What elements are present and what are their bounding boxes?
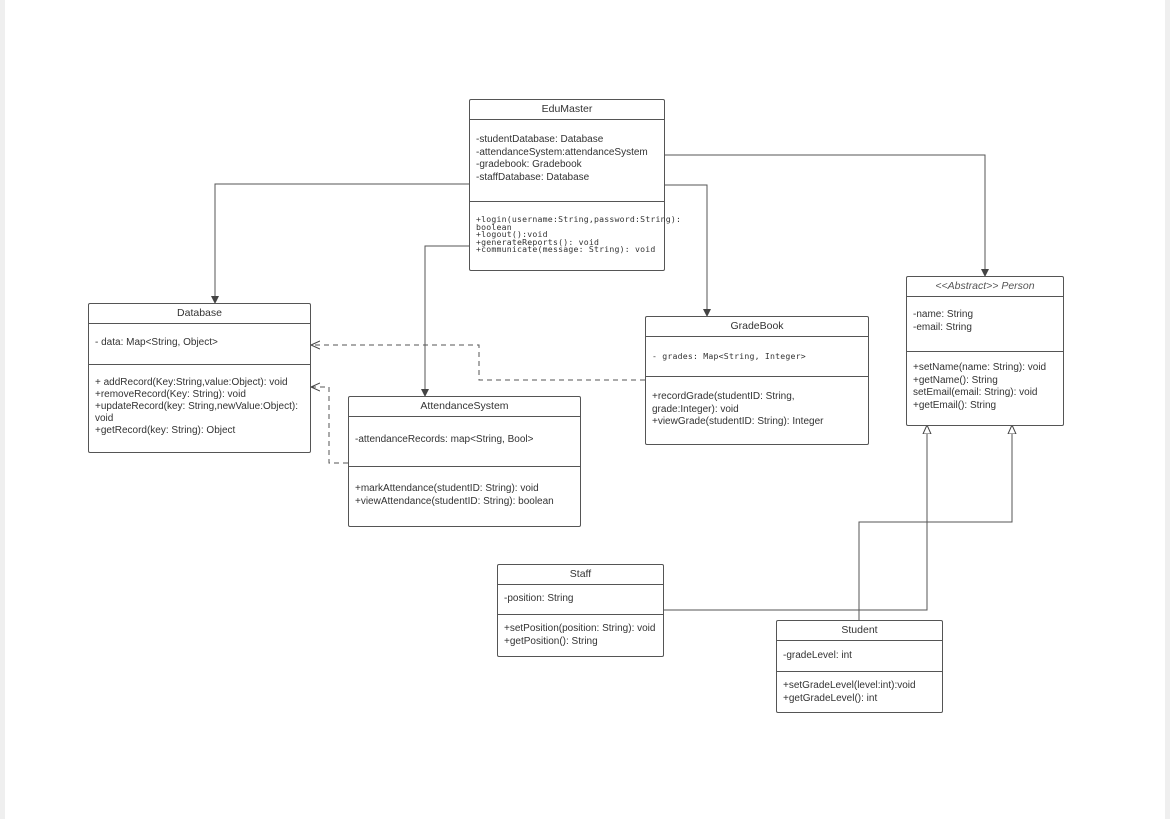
attribute: -staffDatabase: Database [476, 171, 590, 183]
edumaster-to-database-association [211, 183, 469, 304]
method: +markAttendance(studentID: String): void [355, 483, 539, 494]
class-name: <<Abstract>> Person [907, 277, 1063, 297]
edumaster-to-person-association [664, 154, 989, 277]
method: +updateRecord(key: String,newValue:Objec… [95, 401, 298, 412]
class-name: Database [89, 304, 310, 324]
method: setEmail(email: String): void [913, 387, 1038, 398]
methods-compartment: +setName(name: String): void +getName():… [907, 352, 1063, 416]
method: +communicate(message: String): void [476, 244, 656, 254]
method: +viewGrade(studentID: String): Integer [652, 416, 824, 427]
method: +removeRecord(Key: String): void [95, 389, 246, 400]
attribute: - data: Map<String, Object> [95, 337, 218, 348]
methods-compartment: +setPosition(position: String): void +ge… [498, 615, 663, 652]
edumaster-to-attendance-association [421, 245, 469, 397]
method: +getGradeLevel(): int [783, 692, 878, 704]
staff-to-person-generalization [664, 425, 927, 611]
method: +recordGrade(studentID: String, [652, 391, 795, 402]
class-edumaster[interactable]: EduMaster -studentDatabase: Database -at… [469, 99, 682, 271]
method: +setPosition(position: String): void [504, 623, 656, 634]
method: +getName(): String [913, 374, 998, 386]
attendance-to-database-dependency [311, 387, 348, 464]
method: +getPosition(): String [504, 635, 598, 647]
methods-compartment: + addRecord(Key:String,value:Object): vo… [89, 365, 310, 441]
methods-compartment: +recordGrade(studentID: String, grade:In… [646, 377, 868, 433]
method: grade:Integer): void [652, 403, 739, 415]
methods-compartment: +setGradeLevel(level:int):void +getGrade… [777, 672, 942, 709]
attributes-compartment: -position: String [498, 585, 663, 615]
method: +viewAttendance(studentID: String): bool… [355, 495, 554, 507]
method: void [95, 413, 114, 424]
class-name: EduMaster [470, 100, 664, 120]
class-attendance-system[interactable]: AttendanceSystem -attendanceRecords: map… [348, 396, 581, 527]
class-student[interactable]: Student -gradeLevel: int +setGradeLevel(… [776, 620, 943, 713]
attribute: -studentDatabase: Database [476, 134, 604, 145]
attribute: -attendanceRecords: map<String, Bool> [355, 434, 534, 445]
attributes-compartment: - data: Map<String, Object> [89, 324, 310, 365]
method: boolean [476, 221, 512, 232]
class-name: Student [777, 621, 942, 641]
class-staff[interactable]: Staff -position: String +setPosition(pos… [497, 564, 664, 657]
edumaster-to-gradebook-association [664, 184, 711, 317]
class-gradebook[interactable]: GradeBook - grades: Map<String, Integer>… [645, 316, 869, 445]
methods-compartment: +markAttendance(studentID: String): void… [349, 467, 580, 512]
method: +getEmail(): String [913, 399, 997, 411]
attributes-compartment: - grades: Map<String, Integer> [646, 337, 868, 377]
attributes-compartment: -gradeLevel: int [777, 641, 942, 672]
attribute: -gradeLevel: int [783, 650, 852, 661]
method: +logout():void [476, 229, 548, 239]
attributes-compartment: -attendanceRecords: map<String, Bool> [349, 417, 580, 467]
class-name: Staff [498, 565, 663, 585]
class-name: AttendanceSystem [349, 397, 580, 417]
attributes-compartment: -studentDatabase: Database -attendanceSy… [470, 120, 664, 202]
attribute: -gradebook: Gradebook [476, 159, 582, 170]
gradebook-to-database-dependency [311, 345, 645, 381]
class-name: GradeBook [646, 317, 868, 337]
attribute: - grades: Map<String, Integer> [652, 351, 806, 361]
attribute: -attendanceSystem:attendanceSystem [476, 146, 648, 158]
method: +getRecord(key: String): Object [95, 425, 236, 436]
method: + addRecord(Key:String,value:Object): vo… [95, 377, 288, 388]
method: +setGradeLevel(level:int):void [783, 680, 916, 691]
method: +generateReports(): void [476, 236, 600, 247]
attribute: -email: String [913, 321, 972, 333]
attribute: -position: String [504, 593, 574, 604]
method: +setName(name: String): void [913, 362, 1047, 373]
methods-compartment: +login(username:String,password:String):… [470, 202, 682, 258]
class-database[interactable]: Database - data: Map<String, Object> + a… [88, 303, 311, 453]
class-person[interactable]: <<Abstract>> Person -name: String -email… [906, 276, 1064, 426]
method: +login(username:String,password:String): [476, 214, 682, 224]
attribute: -name: String [913, 309, 974, 320]
student-to-person-generalization [858, 425, 1012, 620]
attributes-compartment: -name: String -email: String [907, 297, 1063, 352]
